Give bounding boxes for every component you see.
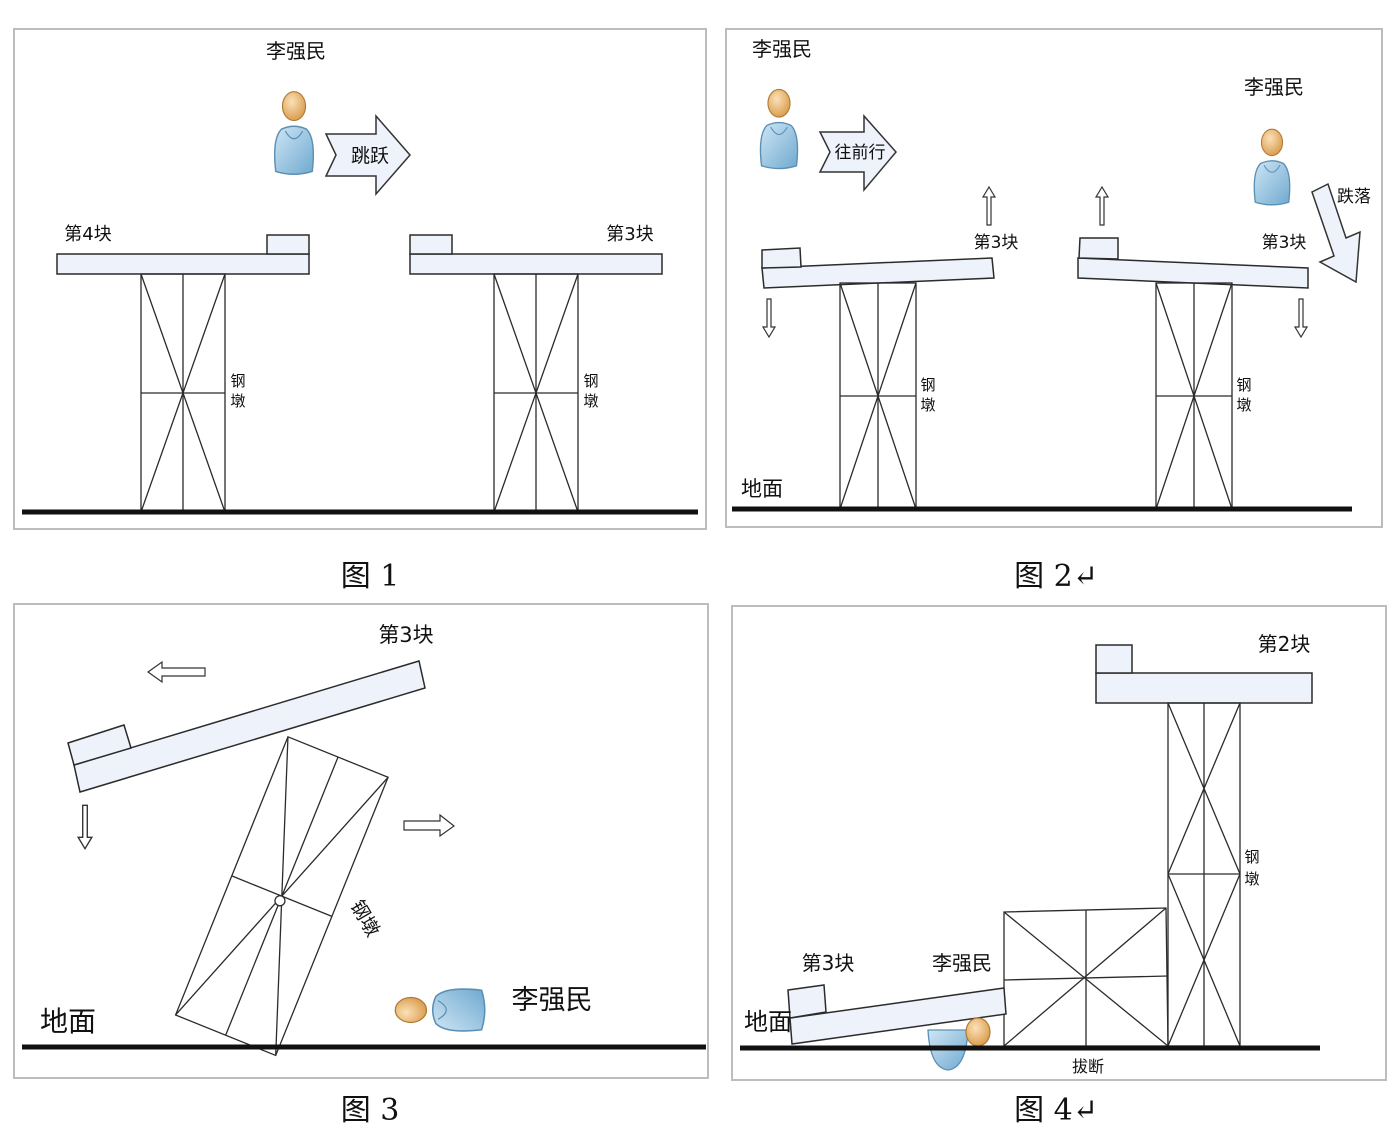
- pier-right-char: 墩: [1236, 396, 1251, 414]
- pier-left-char: 墩: [920, 396, 935, 414]
- left-arrow-icon: [146, 660, 206, 684]
- pier-right-label: 钢墩: [583, 372, 598, 410]
- steel-pier-right: [493, 273, 579, 513]
- right-arrow-icon: [403, 813, 456, 838]
- slab-block-4-step: [266, 234, 310, 255]
- figure-2-caption: 图 2↵: [1014, 559, 1098, 594]
- jump-label: 跳跃: [351, 145, 389, 167]
- figure-3: 第3块 钢墩 李强民 地面: [13, 603, 709, 1079]
- block-4-label: 第4块: [64, 224, 111, 245]
- pier-left-label: 钢墩: [920, 376, 935, 414]
- pier-right-char: 墩: [583, 392, 598, 410]
- figure-1: 李强民 跳跃 第4块 第3块 钢墩 钢墩: [13, 28, 707, 530]
- under-label: 拔断: [1072, 1057, 1104, 1076]
- figure-1-caption: 图 1: [341, 559, 400, 594]
- pier-left-char: 墩: [230, 392, 245, 410]
- slab-block-3-step: [787, 984, 827, 1019]
- jump-arrow: [324, 113, 411, 197]
- slab-block-4: [56, 253, 310, 275]
- block-3-label: 第3块: [606, 224, 653, 245]
- slab-step: [67, 724, 132, 766]
- forward-arrow: [818, 114, 897, 193]
- person-label: 李强民: [932, 951, 992, 975]
- steel-pier-rotated: [174, 735, 389, 1057]
- pier-right-label: 钢墩: [1236, 376, 1251, 414]
- block-left-label: 第3块: [974, 233, 1019, 253]
- slab-block-3: [409, 253, 663, 275]
- steel-pier-left: [140, 273, 226, 513]
- slab-left-step: [761, 247, 802, 269]
- slab-block-2: [1095, 672, 1313, 704]
- person-label: 李强民: [512, 985, 593, 1016]
- slab-right-tilted: [1077, 257, 1309, 289]
- steel-pier-standing: [1167, 702, 1241, 1047]
- slab-right-step: [1078, 237, 1119, 260]
- slab-block-3-step: [409, 234, 453, 255]
- figure-4-caption: 图 4↵: [1014, 1093, 1098, 1125]
- figure-3-caption: 图 3: [341, 1093, 400, 1125]
- steel-pier-right: [1155, 282, 1233, 510]
- slab-left-tilted: [761, 257, 995, 289]
- figure-4: 第2块 钢墩 第3块 李强民 地面 拔断: [731, 605, 1387, 1081]
- slab-block-2-step: [1095, 644, 1133, 674]
- block-right-label: 第3块: [1262, 233, 1307, 253]
- pier-char: 墩: [1244, 870, 1259, 888]
- pier-right-char: 钢: [583, 372, 598, 390]
- pier-label: 钢墩: [1244, 848, 1259, 888]
- figure-1-frame: [13, 28, 707, 530]
- steel-pier-left: [839, 282, 917, 510]
- ground-label: 地面: [741, 477, 783, 501]
- pier-right-char: 钢: [1236, 376, 1251, 394]
- pier-left-char: 钢: [230, 372, 245, 390]
- figure-3-frame: [13, 603, 709, 1079]
- block-bottom-label: 第3块: [802, 951, 855, 975]
- slab-block-3-fallen: [789, 987, 1007, 1045]
- ground-label: 地面: [744, 1008, 792, 1036]
- pier-char: 钢: [1244, 848, 1259, 866]
- figure-2: 李强民 往前行 李强民 跌落 第3块 第3块 钢墩: [725, 28, 1383, 528]
- person-label: 李强民: [266, 39, 326, 63]
- pier-left-char: 钢: [920, 376, 935, 394]
- slab-tilted: [73, 660, 426, 793]
- person-right-label: 李强民: [1244, 75, 1304, 99]
- ground-label: 地面: [40, 1005, 96, 1038]
- person-left-label: 李强民: [752, 37, 812, 61]
- pier-left-label: 钢墩: [230, 372, 245, 410]
- block-label: 第3块: [378, 623, 433, 647]
- fall-label: 跌落: [1337, 187, 1371, 207]
- forward-label: 往前行: [835, 143, 886, 163]
- fall-arrow: [1311, 182, 1361, 284]
- block-top-label: 第2块: [1258, 632, 1311, 656]
